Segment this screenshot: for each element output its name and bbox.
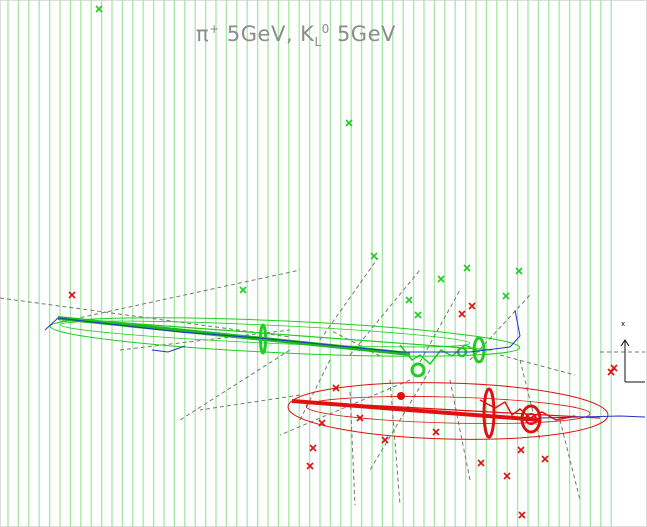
charged-tracks: [44, 309, 646, 419]
pion-hit-marker: [345, 119, 353, 127]
kaon-hit-marker: [458, 310, 466, 318]
pion-charge: +: [209, 22, 220, 36]
kaon-shower-envelope-inner: [305, 396, 591, 424]
neutral-track: [59, 269, 301, 323]
axis-indicator: x: [620, 320, 645, 383]
kaon-hit-marker: [381, 436, 389, 444]
kaon-shower-marker-2: [520, 404, 542, 434]
kaon-hit-marker: [306, 462, 314, 470]
neutral-track: [349, 269, 421, 356]
kaon-hit-marker: [332, 384, 340, 392]
kaon-shower-axis: [291, 399, 541, 422]
kaon-hit-marker: [68, 291, 76, 299]
pion-hit-marker: [95, 5, 103, 13]
event-title: π+ 5GeV, KL0 5GeV: [196, 22, 396, 49]
neutral-track: [499, 354, 576, 376]
pion-hit-marker: [515, 267, 523, 275]
neutral-track: [319, 257, 379, 341]
kaon-hit-marker: [432, 428, 440, 436]
axis-label-x: x: [621, 320, 625, 328]
kaon-hit-marker: [541, 455, 549, 463]
pion-hit-marker: [405, 296, 413, 304]
kaon-hit-marker: [477, 459, 485, 467]
kaon-energy: 5GeV: [329, 22, 396, 46]
pion-symbol: π: [196, 22, 210, 46]
kaon-hit-marker: [309, 444, 317, 452]
kaon-hit-marker: [610, 364, 618, 372]
pion-hit-marker: [502, 292, 510, 300]
kaon-hit-marker: [517, 446, 525, 454]
pion-energy: 5GeV, K: [219, 22, 315, 46]
neutral-track: [369, 369, 431, 471]
kaon-shower-envelope-outer: [287, 382, 609, 440]
neutral-track: [179, 349, 291, 421]
hit-markers: [68, 5, 618, 519]
kaon-hit-marker: [356, 414, 364, 422]
kaon-superscript: 0: [321, 22, 330, 36]
neutral-track: [199, 394, 301, 411]
pion-shower-spray: [399, 344, 481, 366]
kaon-shower-marker-1: [482, 387, 496, 439]
pion-shower-cluster-1: [410, 362, 426, 378]
neutral-track: [449, 379, 471, 481]
neutral-track: [349, 391, 356, 506]
pion-hit-marker: [414, 311, 422, 319]
kaon-hit-marker: [468, 302, 476, 310]
kaon-hit-marker: [518, 511, 526, 519]
pion-hit-marker: [370, 252, 378, 260]
charged-track-3: [151, 345, 186, 353]
pion-hit-marker: [239, 286, 247, 294]
pion-shower-envelope-outer: [49, 317, 521, 357]
charged-track-1: [44, 309, 521, 353]
axis-arrow-up: [620, 339, 630, 347]
pion-hit-marker: [463, 264, 471, 272]
neutral-track: [279, 379, 411, 436]
kaon-hit-marker: [503, 472, 511, 480]
pion-shower-axis-thin: [57, 317, 493, 351]
charged-track-2: [539, 415, 646, 419]
kaon-shower-marker-3: [525, 413, 537, 425]
kaon-shower-cluster: [397, 392, 405, 400]
kaon-hit-marker: [318, 419, 326, 427]
kaon-subscript: L: [314, 35, 322, 50]
pion-hit-marker: [437, 275, 445, 283]
